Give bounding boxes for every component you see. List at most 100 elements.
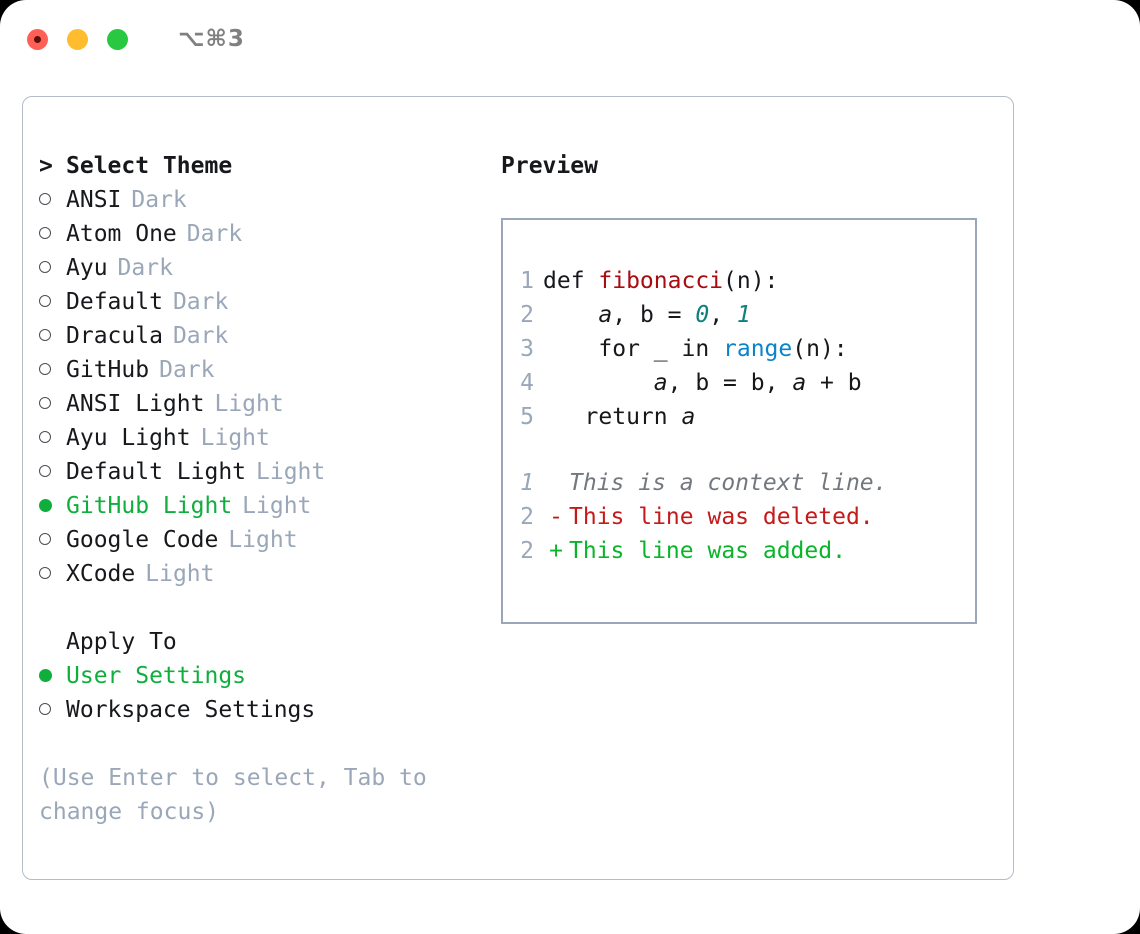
theme-list-item[interactable]: Dracula Dark xyxy=(39,319,489,353)
code-token: b xyxy=(695,370,710,396)
radio-unselected-icon[interactable] xyxy=(39,693,66,727)
traffic-lights xyxy=(27,28,128,50)
title-bar: ⌥⌘3 xyxy=(0,0,1140,78)
code-line-text: return a xyxy=(543,400,696,434)
apply-to-option[interactable]: User Settings xyxy=(39,659,489,693)
theme-name: Default xyxy=(66,289,163,315)
diff-line-text: This line was deleted. xyxy=(569,504,874,530)
theme-list-item[interactable]: GitHub Light Light xyxy=(39,489,489,523)
line-number: 2 xyxy=(520,504,534,530)
theme-category: Dark xyxy=(172,323,229,349)
radio-unselected-icon[interactable] xyxy=(39,251,66,285)
code-token: + xyxy=(806,370,848,396)
code-token: def xyxy=(543,268,599,294)
radio-unselected-icon[interactable] xyxy=(39,455,66,489)
code-token: fibonacci xyxy=(598,268,724,294)
line-number: 4 xyxy=(520,370,534,396)
theme-category: Dark xyxy=(172,289,229,315)
radio-glyph xyxy=(39,295,51,307)
minimize-button[interactable] xyxy=(67,28,88,50)
theme-category: Dark xyxy=(186,221,243,247)
code-line-text: def fibonacci(n): xyxy=(543,264,778,298)
radio-unselected-icon[interactable] xyxy=(39,387,66,421)
theme-name: Default Light xyxy=(66,459,247,485)
theme-category: Dark xyxy=(117,255,173,281)
theme-name: GitHub xyxy=(66,357,150,383)
apply-to-option-label: Workspace Settings xyxy=(66,697,316,723)
diff-sign: + xyxy=(549,538,563,564)
radio-unselected-icon[interactable] xyxy=(39,183,66,217)
close-button[interactable] xyxy=(27,28,48,50)
line-number: 1 xyxy=(520,470,534,496)
preview-title: Preview xyxy=(501,153,598,179)
theme-list-item[interactable]: Ayu Dark xyxy=(39,251,489,285)
radio-glyph xyxy=(39,193,51,205)
code-line: 5 return a xyxy=(503,400,975,434)
radio-unselected-icon[interactable] xyxy=(39,319,66,353)
radio-glyph xyxy=(39,431,51,443)
radio-selected-icon[interactable] xyxy=(39,489,66,523)
theme-name: Google Code xyxy=(66,527,219,553)
theme-name: Atom One xyxy=(66,221,177,247)
code-token: (n): xyxy=(792,336,848,362)
code-line: 4 a, b = b, a + b xyxy=(503,366,975,400)
code-token xyxy=(543,370,654,396)
theme-category: Light xyxy=(214,391,284,417)
radio-unselected-icon[interactable] xyxy=(39,421,66,455)
radio-unselected-icon[interactable] xyxy=(39,523,66,557)
line-number: 5 xyxy=(520,404,534,430)
radio-unselected-icon[interactable] xyxy=(39,217,66,251)
code-token: a xyxy=(792,370,807,396)
diff-sample: 1 This is a context line.2-This line was… xyxy=(503,466,975,568)
theme-list-item[interactable]: Atom One Dark xyxy=(39,217,489,251)
line-number: 3 xyxy=(520,336,534,362)
apply-to-label: Apply To xyxy=(66,629,177,655)
line-number: 2 xyxy=(520,302,534,328)
apply-to-option[interactable]: Workspace Settings xyxy=(39,693,489,727)
code-token: b xyxy=(639,302,654,328)
line-number: 2 xyxy=(520,538,534,564)
caret-icon: > xyxy=(39,153,53,179)
theme-name: Ayu xyxy=(66,255,108,281)
code-token: b xyxy=(750,370,765,396)
zoom-button[interactable] xyxy=(107,28,128,50)
diff-spacer xyxy=(503,434,975,466)
radio-unselected-icon[interactable] xyxy=(39,285,66,319)
diff-sign: - xyxy=(549,504,563,530)
theme-list-item[interactable]: Default Dark xyxy=(39,285,489,319)
code-line-text: a, b = 0, 1 xyxy=(543,298,751,332)
apply-to-option-label: User Settings xyxy=(66,663,247,689)
code-token: a xyxy=(681,404,696,430)
code-line-text: a, b = b, a + b xyxy=(543,366,862,400)
recording-dot-icon xyxy=(34,35,41,43)
radio-glyph xyxy=(39,363,51,375)
theme-category: Light xyxy=(200,425,270,451)
radio-selected-icon[interactable] xyxy=(39,659,66,693)
diff-line: 2-This line was deleted. xyxy=(503,500,975,534)
code-line-text: for _ in range(n): xyxy=(543,332,848,366)
code-token: a xyxy=(653,370,668,396)
radio-unselected-icon[interactable] xyxy=(39,353,66,387)
radio-glyph xyxy=(39,465,51,477)
code-token: = xyxy=(709,370,751,396)
theme-category: Light xyxy=(242,493,312,519)
code-token: 1 xyxy=(736,302,751,328)
code-token: a xyxy=(598,302,613,328)
theme-name: Dracula xyxy=(66,323,163,349)
theme-name: GitHub Light xyxy=(66,493,233,519)
radio-unselected-icon[interactable] xyxy=(39,557,66,591)
code-line: 2 a, b = 0, 1 xyxy=(503,298,975,332)
code-token: , xyxy=(667,370,696,396)
radio-glyph xyxy=(39,567,51,579)
